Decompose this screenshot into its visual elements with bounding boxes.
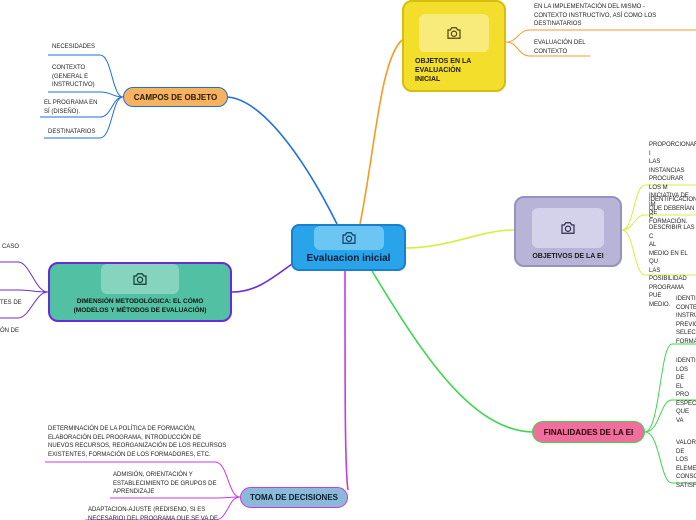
dimension-node[interactable]: DIMENSIÓN METODOLÓGICA: EL CÓMO (MODELOS… bbox=[48, 262, 232, 322]
objetivos-leaf: PROPORCIONAR I LAS INSTANCIAS PROCURAR L… bbox=[649, 142, 696, 225]
campos-pill[interactable]: CAMPOS DE OBJETO bbox=[123, 87, 228, 107]
connector-toma bbox=[344, 270, 349, 491]
camera-icon bbox=[313, 226, 384, 250]
finalidades-leaf: VALORA DE LOS ELEMEN CONSO SATISFA bbox=[676, 440, 696, 489]
toma-label: TOMA DE DECISIONES bbox=[249, 493, 338, 502]
campos-leaf: EL PROGRAMA EN SÍ (DISEÑO). bbox=[44, 100, 98, 115]
dimension-leaf: CASO bbox=[2, 244, 20, 250]
connector-dimension bbox=[231, 263, 293, 293]
objetos-node[interactable]: OBJETOS EN LA EVALUACIÓN INICIAL bbox=[402, 0, 506, 92]
connector-objetivos bbox=[404, 229, 515, 249]
camera-icon bbox=[532, 208, 604, 248]
finalidades-leaf: IDENTI LOS DE EL PRO ESPECI QUE VA bbox=[676, 358, 696, 424]
campos-leaf: CONTEXTO (GENERAL E INSTRUCTIVO) bbox=[52, 65, 95, 88]
dimension-leaf: ÓN DE bbox=[0, 328, 20, 334]
objetivos-node[interactable]: OBJETIVOS DE LA EI bbox=[514, 196, 622, 267]
objetos-label: OBJETOS EN LA EVALUACIÓN INICIAL bbox=[415, 58, 472, 83]
objetivos-label: OBJETIVOS DE LA EI bbox=[532, 253, 604, 260]
dimension-leaf: TES DE bbox=[0, 300, 22, 306]
finalidades-pill[interactable]: FINALIDADES DE LA EI bbox=[532, 421, 645, 443]
finalidades-leaf: IDENTI CONTE INSTRU PREVIO SELECC FORMA bbox=[676, 296, 696, 345]
central-topic[interactable]: Evaluacion inicial bbox=[291, 224, 406, 271]
toma-pill[interactable]: TOMA DE DECISIONES bbox=[240, 487, 348, 508]
central-topic-label: Evaluacion inicial bbox=[306, 253, 391, 264]
camera-icon bbox=[419, 14, 489, 52]
connector-finalidades bbox=[371, 270, 533, 433]
toma-leaf: DETERMINACIÓN DE LA POLÍTICA DE FORMACIÓ… bbox=[48, 426, 227, 458]
objetivos-leaf: IDENTIFICACIÓN QUE DEBERÍAN C bbox=[649, 197, 696, 220]
connector-objetos bbox=[359, 39, 403, 225]
toma-leaf: ADMISIÓN, ORIENTACIÓN Y ESTABLECIMIENTO … bbox=[113, 472, 217, 495]
finalidades-label: FINALIDADES DE LA EI bbox=[543, 427, 634, 437]
objetos-leaf: EN LA IMPLEMENTACIÓN DEL MISMO - CONTEXT… bbox=[534, 4, 657, 27]
campos-leaf: DESTINATARIOS bbox=[48, 129, 96, 135]
toma-leaf: ADAPTACIÓN-AJUSTE (REDISEÑO, SI ES NECES… bbox=[88, 507, 219, 520]
campos-leaf: NECESIDADES bbox=[52, 44, 96, 50]
campos-label: CAMPOS DE OBJETO bbox=[133, 92, 218, 102]
dimension-label: DIMENSIÓN METODOLÓGICA: EL CÓMO (MODELOS… bbox=[73, 298, 207, 314]
objetivos-leaf: DESCRIBIR LAS C AL MEDIO EN EL QU LAS PO… bbox=[649, 225, 695, 308]
objetos-leaf: EVALUACIÓN DEL CONTEXTO bbox=[534, 40, 586, 55]
connector-campos bbox=[227, 96, 338, 225]
camera-icon bbox=[101, 264, 179, 294]
